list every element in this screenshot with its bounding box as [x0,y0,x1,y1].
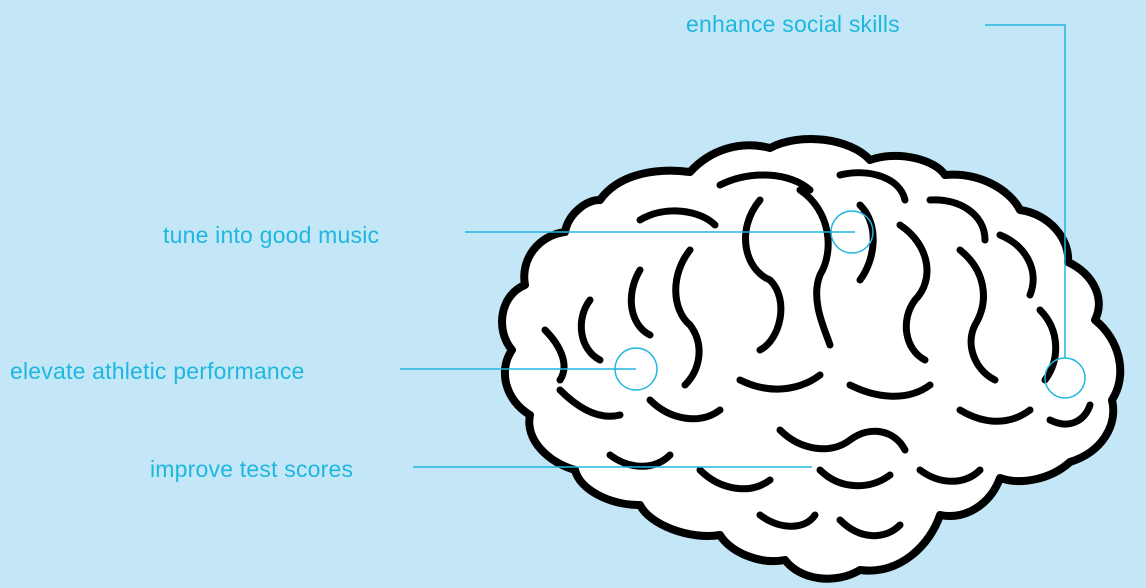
label-tune-into-good-music: tune into good music [163,222,380,248]
callout-markers [614,210,1086,399]
label-elevate-athletic-performance: elevate athletic performance [10,358,305,384]
brain-outline [498,134,1125,583]
label-improve-test-scores: improve test scores [150,456,354,482]
label-enhance-social-skills: enhance social skills [686,11,900,37]
marker-social [1044,357,1086,399]
marker-music [830,210,874,254]
brain-folds [541,169,1094,540]
marker-athletic [614,347,658,391]
brain-icon [498,134,1125,583]
callout-line-social [985,24,1066,358]
callout-lines [400,24,1066,468]
